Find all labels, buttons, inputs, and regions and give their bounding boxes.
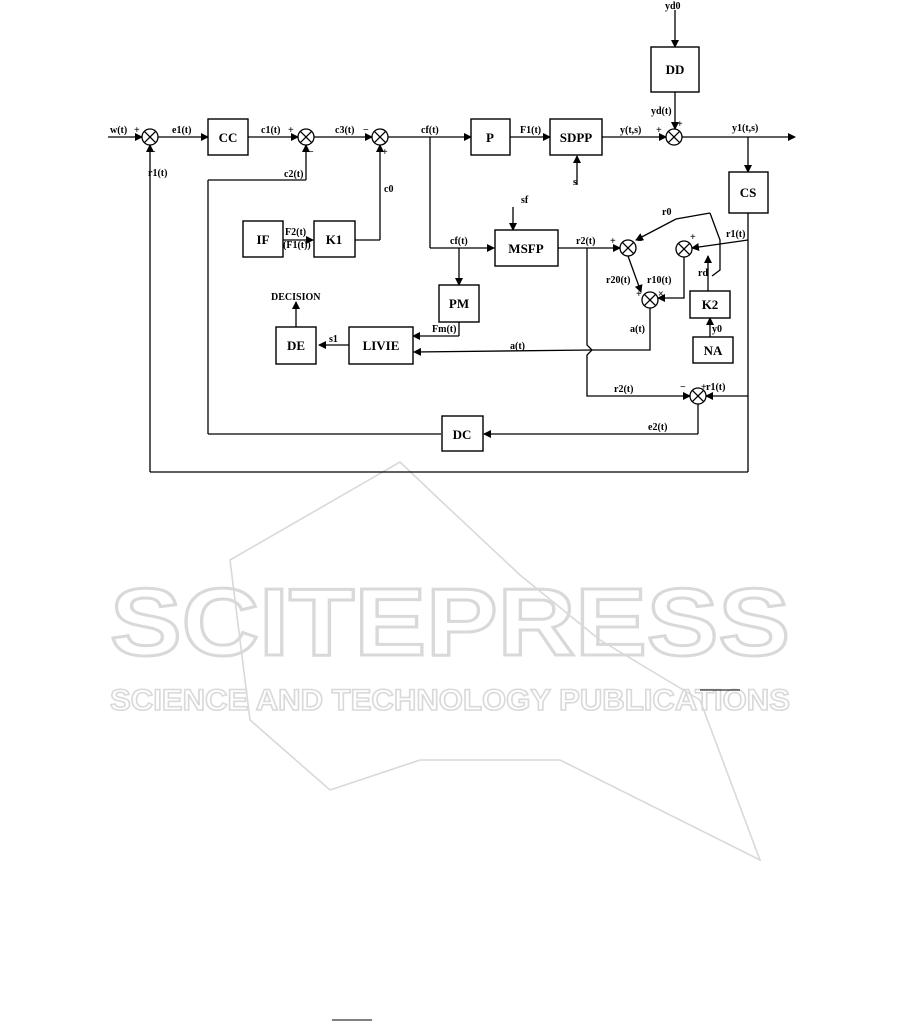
sum-junction-7: [641, 291, 659, 309]
label-sf: sf: [521, 195, 529, 206]
svg-text:+: +: [656, 125, 662, 136]
block-de: DE: [275, 326, 317, 365]
svg-text:+: +: [677, 119, 683, 130]
block-pm: PM: [438, 284, 480, 323]
block-sdpp-label: SDPP: [560, 130, 593, 145]
block-sdpp: SDPP: [549, 118, 603, 156]
block-if-label: IF: [257, 232, 270, 247]
label-r1-cs: r1(t): [726, 229, 745, 240]
label-fm: Fm(t): [432, 324, 456, 335]
label-s1: s1: [329, 334, 338, 345]
svg-text:+: +: [134, 125, 140, 136]
svg-text:×: ×: [658, 289, 664, 300]
block-msfp-label: MSFP: [508, 241, 543, 256]
block-livie-label: LIVIE: [363, 338, 400, 353]
label-y1: y1(t,s): [732, 123, 758, 134]
sum-junction-4: [665, 128, 683, 146]
block-na-label: NA: [704, 343, 723, 358]
label-decision: DECISION: [271, 292, 321, 303]
block-dd-label: DD: [666, 62, 685, 77]
block-p-label: P: [486, 130, 494, 145]
svg-text:+: +: [636, 289, 642, 300]
block-cs: CS: [728, 171, 769, 214]
svg-text:−: −: [680, 382, 686, 393]
block-dc-label: DC: [453, 427, 472, 442]
label-c1: c1(t): [261, 125, 280, 136]
sign-marks: + − + − − + + + + − + + × − +: [134, 119, 707, 393]
svg-text:+: +: [690, 232, 696, 243]
svg-text:+: +: [610, 236, 616, 247]
label-c3: c3(t): [335, 125, 354, 136]
block-dc: DC: [441, 415, 484, 452]
block-msfp: MSFP: [494, 229, 559, 267]
label-r0: r0: [662, 207, 671, 218]
block-p: P: [470, 118, 511, 156]
sum-junction-6: [675, 240, 693, 258]
block-livie: LIVIE: [348, 326, 414, 365]
svg-text:+: +: [382, 147, 388, 158]
label-e2: e2(t): [648, 422, 667, 433]
block-k1: K1: [313, 220, 356, 258]
svg-text:+: +: [288, 125, 294, 136]
label-at-mid: a(t): [510, 341, 525, 352]
label-r1-left: r1(t): [148, 168, 167, 179]
label-e1: e1(t): [172, 125, 191, 136]
sum-junction-2: [297, 128, 315, 146]
svg-text:−: −: [637, 236, 643, 247]
label-s: s: [573, 177, 577, 188]
sum-junction-8: [689, 387, 707, 405]
block-cc-label: CC: [219, 130, 238, 145]
watermark-logo: [229, 461, 762, 862]
block-na: NA: [692, 336, 734, 364]
label-c0: c0: [384, 184, 393, 195]
wires: [108, 10, 796, 473]
block-k2: K2: [689, 290, 731, 319]
signal-labels: w(t) e1(t) c1(t) c3(t) c2(t) c0 cf(t) F1…: [110, 1, 758, 433]
label-cf-top: cf(t): [421, 125, 439, 136]
svg-text:−: −: [363, 125, 369, 136]
label-cf-mid: cf(t): [450, 236, 468, 247]
label-w: w(t): [110, 125, 127, 136]
block-pm-label: PM: [449, 296, 469, 311]
sum-junction-3: [371, 128, 389, 146]
label-yd: yd(t): [651, 106, 672, 117]
block-de-label: DE: [287, 338, 305, 353]
label-f2: F2(t): [285, 227, 306, 238]
label-at-right: a(t): [630, 324, 645, 335]
label-r1o: r10(t): [647, 275, 671, 286]
block-k2-label: K2: [702, 297, 719, 312]
sum-junction-5: [619, 239, 637, 257]
label-rd: rd: [698, 268, 708, 279]
block-k1-label: K1: [326, 232, 343, 247]
label-f1-paren: (F1(t)): [283, 240, 311, 251]
label-c2: c2(t): [284, 169, 303, 180]
label-r1-bottom: r1(t): [706, 382, 725, 393]
watermark: SCITEPRESS SCIENCE AND TECHNOLOGY PUBLIC…: [109, 461, 792, 1021]
label-y0: y0: [712, 324, 722, 335]
watermark-sub: SCIENCE AND TECHNOLOGY PUBLICATIONS: [110, 684, 790, 717]
label-y: y(t,s): [620, 125, 641, 136]
label-r2-bottom: r2(t): [614, 384, 633, 395]
sum-junction-1: [141, 128, 159, 146]
svg-text:+: +: [701, 382, 707, 393]
block-if: IF: [242, 220, 284, 258]
block-dd: DD: [650, 46, 700, 93]
label-r2o: r20(t): [606, 275, 630, 286]
svg-text:−: −: [150, 147, 156, 158]
label-yd0: yd0: [665, 1, 681, 12]
label-f1: F1(t): [520, 125, 541, 136]
block-cc: CC: [207, 118, 249, 156]
svg-text:−: −: [308, 147, 314, 158]
label-r2: r2(t): [576, 236, 595, 247]
block-cs-label: CS: [740, 185, 757, 200]
watermark-main: SCITEPRESS: [110, 569, 790, 676]
